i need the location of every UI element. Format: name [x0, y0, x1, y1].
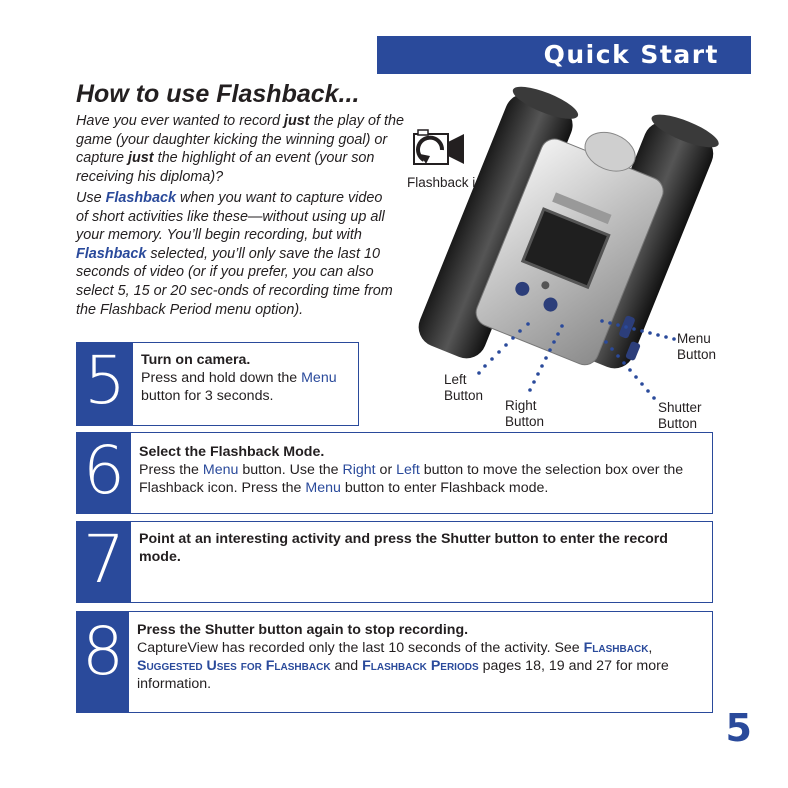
- right-leader: [528, 324, 564, 392]
- menu-ref: Menu: [305, 480, 341, 496]
- page-heading: How to use Flashback...: [76, 80, 360, 108]
- step-5-content: Turn on camera. Press and hold down the …: [141, 351, 351, 405]
- step-7-title: Point at an interesting activity and pre…: [139, 531, 668, 565]
- section-title: Quick Start: [543, 40, 719, 69]
- left-button-label: Left Button: [444, 372, 484, 403]
- left-ref: Left: [396, 462, 420, 478]
- right-ref: Right: [342, 462, 376, 478]
- shutter-button-label: Shutter Button: [658, 400, 702, 431]
- step-text: or: [375, 462, 397, 478]
- intro-text: when you want to capture video of short …: [76, 190, 385, 244]
- shutter-leader: [604, 340, 656, 400]
- step-8-box: 8 Press the Shutter button again to stop…: [76, 611, 713, 713]
- step-text: Press the: [139, 462, 203, 478]
- step-8-body: CaptureView has recorded only the last 1…: [137, 639, 705, 693]
- step-text: and: [330, 658, 363, 674]
- step-text: CaptureView has recorded only the last 1…: [137, 640, 584, 656]
- camera-illustration: [400, 80, 730, 410]
- step-5-number: 5: [77, 343, 133, 425]
- right-button-label: Right Button: [505, 398, 545, 429]
- menu-ref: Menu: [301, 370, 337, 386]
- step-6-number: 6: [77, 433, 131, 513]
- step-6-body: Press the Menu button. Use the Right or …: [139, 461, 704, 497]
- section-banner: Quick Start: [377, 36, 751, 74]
- page-number: 5: [725, 706, 752, 750]
- step-text: Press and hold down the: [141, 370, 302, 386]
- step-text: button to enter Flashback mode.: [340, 480, 549, 496]
- menu-ref: Menu: [202, 462, 239, 478]
- flashback-keyword: Flashback: [105, 190, 176, 206]
- intro-text: Use: [76, 190, 106, 206]
- step-8-number: 8: [77, 612, 129, 712]
- step-7-number: 7: [77, 522, 131, 602]
- step-5-body: Press and hold down the Menu button for …: [141, 369, 351, 405]
- step-5-title: Turn on camera.: [141, 352, 251, 368]
- step-text: ,: [648, 640, 653, 656]
- flashback-ref: Flashback: [583, 640, 649, 656]
- step-8-content: Press the Shutter button again to stop r…: [137, 621, 705, 693]
- suggested-uses-ref: Suggested Uses for Flashback: [137, 658, 331, 674]
- step-8-title: Press the Shutter button again to stop r…: [137, 622, 469, 638]
- step-6-content: Select the Flashback Mode. Press the Men…: [139, 443, 704, 497]
- intro-text: the play of the game (your daughter kick…: [76, 113, 404, 167]
- menu-leader: [600, 319, 676, 341]
- intro-paragraph-1: Have you ever wanted to record just the …: [76, 112, 406, 186]
- intro-text: selected, you’ll only save the last 10 s…: [76, 245, 393, 318]
- step-6-box: 6 Select the Flashback Mode. Press the M…: [76, 432, 713, 514]
- flashback-periods-ref: Flashback Periods: [362, 658, 479, 674]
- emphasis-just: just: [283, 113, 310, 129]
- intro-text: Have you ever wanted to record: [76, 113, 284, 129]
- left-leader: [477, 322, 530, 375]
- step-text: button for 3 seconds.: [141, 388, 274, 404]
- step-text: button. Use the: [238, 462, 343, 478]
- step-5-box: 5 Turn on camera. Press and hold down th…: [76, 342, 359, 426]
- step-7-box: 7 Point at an interesting activity and p…: [76, 521, 713, 603]
- flashback-keyword: Flashback: [76, 245, 147, 262]
- flashback-mode-icon: [410, 128, 470, 172]
- emphasis-just: just: [128, 150, 154, 167]
- intro-text: the highlight of an event (your son rece…: [76, 150, 375, 185]
- menu-button-label: Menu Button: [677, 331, 717, 362]
- step-6-title: Select the Flashback Mode.: [139, 444, 325, 460]
- intro-paragraph-2: Use Flashback when you want to capture v…: [76, 189, 398, 319]
- step-text: button to move the selection box over th…: [139, 462, 684, 496]
- step-7-content: Point at an interesting activity and pre…: [139, 530, 679, 566]
- step-text: pages 18, 19 and 27 for more information…: [137, 658, 669, 692]
